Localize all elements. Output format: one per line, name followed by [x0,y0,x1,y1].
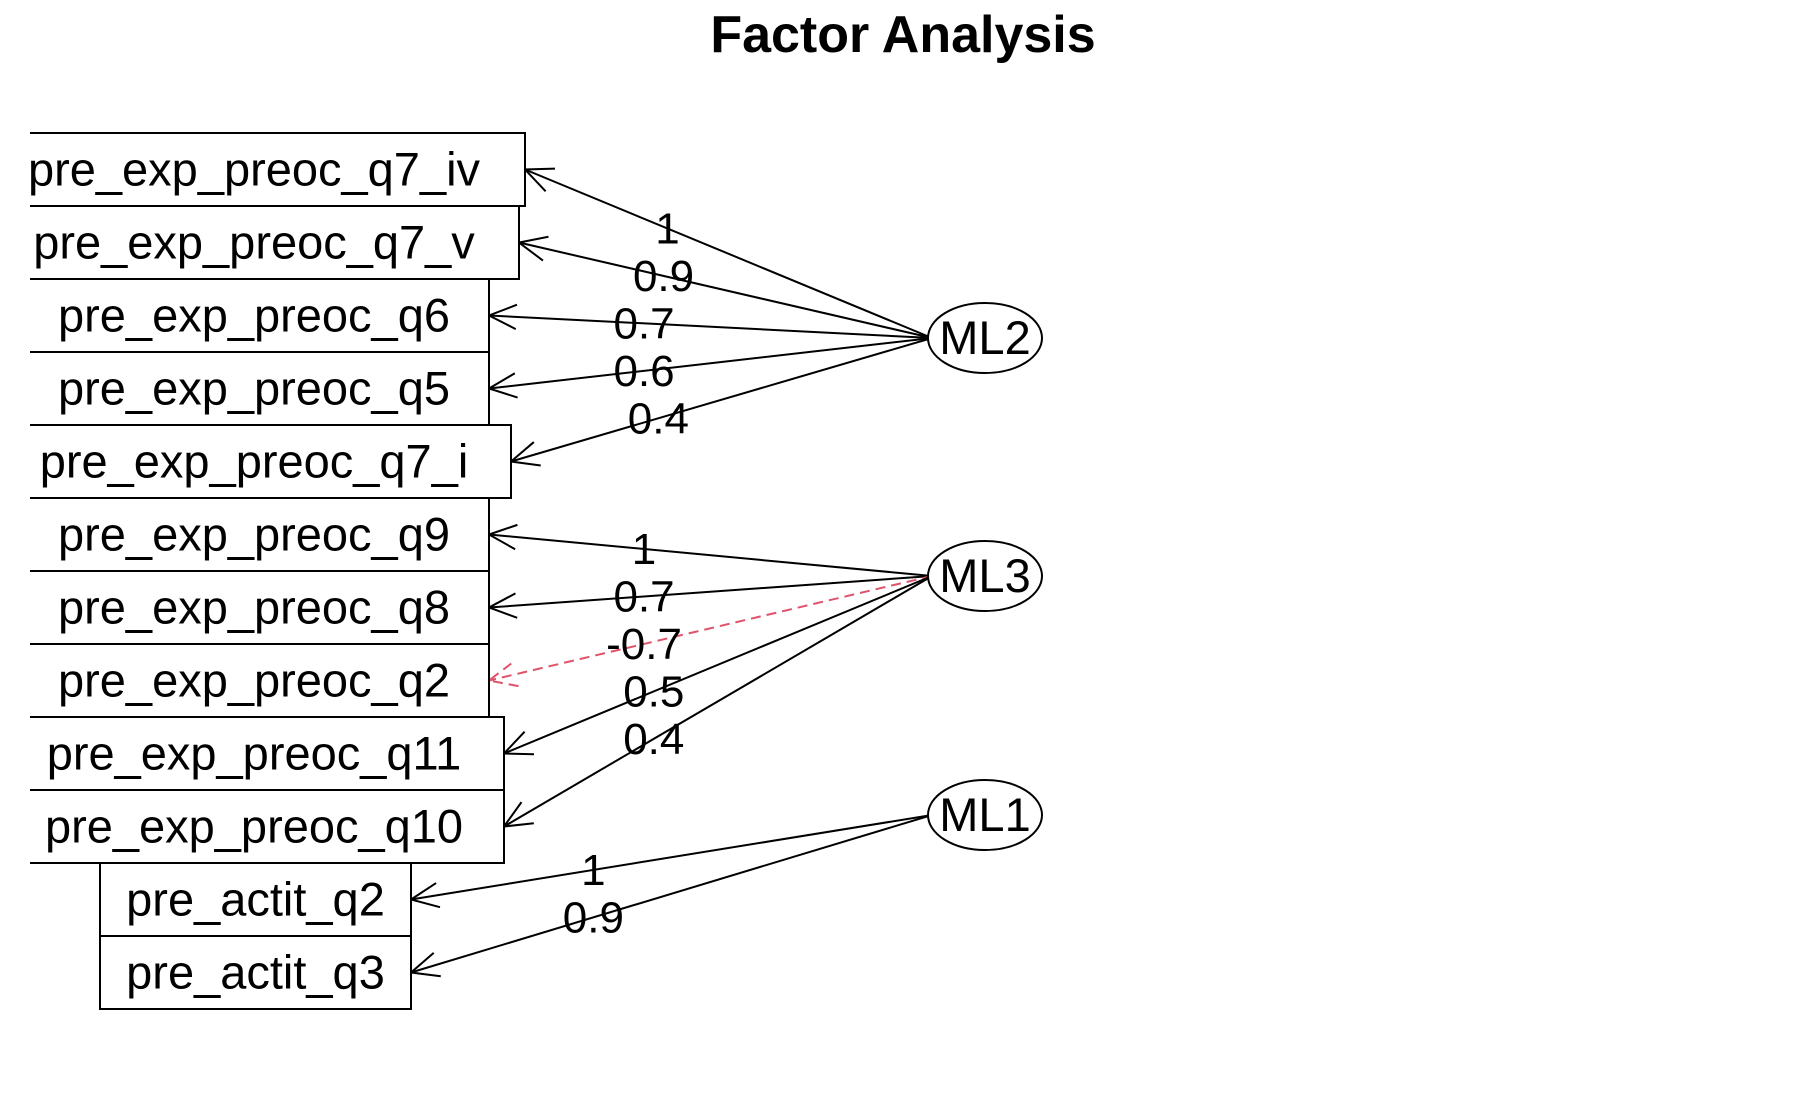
loading-label: -0.7 [606,620,682,669]
variable-node-pre-exp-preoc-q9: pre_exp_preoc_q9 [30,497,490,572]
loading-label: 0.4 [628,394,689,443]
variable-label: pre_exp_preoc_q6 [58,289,450,342]
loading-edge-ml3-pre-exp-preoc-q10 [501,575,933,828]
loading-label: 0.9 [633,252,694,301]
loading-edges [408,167,933,978]
variable-node-pre-exp-preoc-q7-iv: pre_exp_preoc_q7_iv [28,132,526,207]
edge-line [510,337,933,463]
variable-node-pre-exp-preoc-q7-i: pre_exp_preoc_q7_i [30,424,512,499]
loading-label: 1 [632,525,656,574]
factor-node-ml1: ML1 [927,779,1043,851]
variable-node-pre-exp-preoc-q11: pre_exp_preoc_q11 [30,716,505,791]
loading-edge-ml3-pre-exp-preoc-q2 [486,575,933,688]
variable-label: pre_exp_preoc_q7_i [40,435,469,488]
edge-line [488,533,933,577]
variable-node-pre-exp-preoc-q2: pre_exp_preoc_q2 [30,643,490,718]
variable-box [30,278,490,353]
edge-line [488,575,933,682]
loading-label: 0.7 [613,299,674,348]
edge-line [410,814,933,974]
variable-label: pre_exp_preoc_q2 [58,654,450,707]
variable-label: pre_actit_q3 [126,946,385,999]
variable-label: pre_exp_preoc_q10 [45,800,463,853]
loading-edge-ml2-pre-exp-preoc-q7-i [508,337,933,467]
factor-label: ML1 [939,788,1030,841]
variable-box [30,716,505,791]
variable-label: pre_exp_preoc_q11 [47,727,462,780]
loading-edge-ml3-pre-exp-preoc-q9 [486,523,933,577]
loading-edge-ml3-pre-exp-preoc-q8 [486,575,933,619]
variable-box [30,570,490,645]
factor-ellipse [927,540,1043,612]
loading-label: 0.9 [563,893,624,942]
edge-line [410,814,933,901]
variable-box [99,862,412,937]
factor-label: ML3 [939,549,1030,602]
diagram-title: Factor Analysis [710,6,1095,64]
loading-labels: 10.90.70.60.410.7-0.70.50.410.9 [563,204,694,942]
loading-label: 0.6 [613,347,674,396]
variable-node-pre-actit-q3: pre_actit_q3 [99,935,412,1010]
loading-label: 0.4 [623,715,684,764]
arrowhead [486,661,519,688]
edge-line [524,168,933,339]
factor-ellipse [927,302,1043,374]
edge-line [503,575,933,755]
variable-label: pre_exp_preoc_q7_iv [28,143,481,196]
variable-box [30,643,490,718]
loading-label: 1 [655,204,679,253]
variable-label: pre_actit_q2 [126,873,385,926]
variable-box [30,789,505,864]
variable-label: pre_exp_preoc_q5 [58,362,450,415]
variable-label: pre_exp_preoc_q8 [58,581,450,634]
variable-node-pre-actit-q2: pre_actit_q2 [99,862,412,937]
variable-label: pre_exp_preoc_q9 [58,508,450,561]
edge-line [488,575,933,609]
factor-ellipse [927,779,1043,851]
factor-node-ml3: ML3 [927,540,1043,612]
variable-box [30,205,520,280]
variable-boxes: pre_exp_preoc_q7_iv pre_exp_preoc_q7_vpre… [28,132,526,1010]
loading-edge-ml2-pre-exp-preoc-q7-iv [522,167,933,339]
variable-node-pre-exp-preoc-q8: pre_exp_preoc_q8 [30,570,490,645]
variable-box [99,935,412,1010]
variable-node-pre-exp-preoc-q6: pre_exp_preoc_q6 [30,278,490,353]
variable-node-pre-exp-preoc-q5: pre_exp_preoc_q5 [30,351,490,426]
loading-edge-ml2-pre-exp-preoc-q5 [486,337,933,399]
loading-label: 1 [581,846,605,895]
loading-label: 0.5 [623,667,684,716]
variable-box [30,424,512,499]
variable-label: pre_exp_preoc_q7_v [33,216,475,269]
loading-label: 0.7 [613,572,674,621]
edge-line [488,314,933,339]
variable-box [30,132,526,207]
edge-line [488,337,933,390]
variable-node-pre-exp-preoc-q10: pre_exp_preoc_q10 [30,789,505,864]
factor-label: ML2 [939,311,1030,364]
edge-line [518,241,933,339]
variable-node-pre-exp-preoc-q7-v: pre_exp_preoc_q7_v [30,205,520,280]
factor-node-ml2: ML2 [927,302,1043,374]
edge-line [503,575,933,828]
